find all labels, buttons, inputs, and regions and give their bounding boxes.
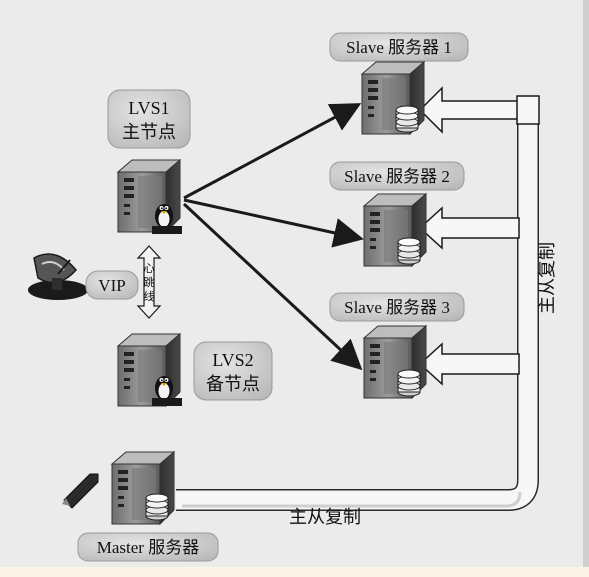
lvs1-name: LVS1 [128, 98, 169, 118]
lvs1-server-icon [117, 159, 182, 234]
replication-label-vertical: 主从复制 [537, 242, 557, 314]
vip-label: VIP [98, 276, 125, 295]
slave2-label: Slave 服务器 2 [344, 167, 450, 186]
bottom-strip [0, 567, 589, 577]
disk-stack-icon [397, 369, 421, 397]
lvs2-label-group: LVS2 备节点 [193, 341, 273, 401]
slave2-label-group: Slave 服务器 2 [329, 161, 465, 191]
replication-label-horizontal: 主从复制 [289, 507, 361, 527]
distribution-arrows [182, 103, 364, 371]
arrow-lvs1-to-slave2 [183, 198, 364, 248]
slave3-label: Slave 服务器 3 [344, 298, 450, 317]
satellite-dish-icon [28, 253, 88, 300]
replication-arrow-slave3 [418, 342, 520, 386]
replication-band [176, 118, 539, 511]
master-server-icon [111, 451, 175, 525]
slave1-label-group: Slave 服务器 1 [329, 32, 469, 62]
heartbeat-char-1: 心 [144, 262, 155, 275]
pen-icon [62, 473, 99, 509]
vip-label-group: VIP [85, 270, 139, 300]
heartbeat-link: 心 跳 线 [136, 245, 162, 319]
heartbeat-char-3: 线 [144, 289, 155, 303]
master-label-group: Master 服务器 [77, 532, 219, 562]
replication-arrow-slave2 [418, 206, 520, 250]
disk-stack-icon [397, 237, 421, 265]
disk-stack-icon [395, 105, 419, 133]
lvs1-role: 主节点 [122, 122, 176, 142]
replication-band-top [516, 95, 540, 125]
slave1-server-icon [361, 61, 425, 135]
master-label: Master 服务器 [97, 538, 199, 557]
lvs2-server-icon [117, 333, 182, 407]
slave3-server-icon [363, 325, 427, 399]
right-frame-edge [583, 0, 589, 567]
heartbeat-char-2: 跳 [144, 275, 155, 289]
disk-stack-icon [145, 493, 169, 521]
lvs1-label-group: LVS1 主节点 [107, 89, 191, 149]
lvs2-role: 备节点 [206, 374, 260, 394]
slave1-label: Slave 服务器 1 [346, 38, 452, 57]
slave3-label-group: Slave 服务器 3 [329, 292, 465, 322]
lvs2-name: LVS2 [212, 350, 253, 370]
arrow-lvs1-to-slave3 [182, 202, 363, 371]
replication-arrow-slave1 [418, 86, 520, 134]
slave2-server-icon [363, 193, 427, 267]
arrow-lvs1-to-slave1 [183, 103, 362, 200]
